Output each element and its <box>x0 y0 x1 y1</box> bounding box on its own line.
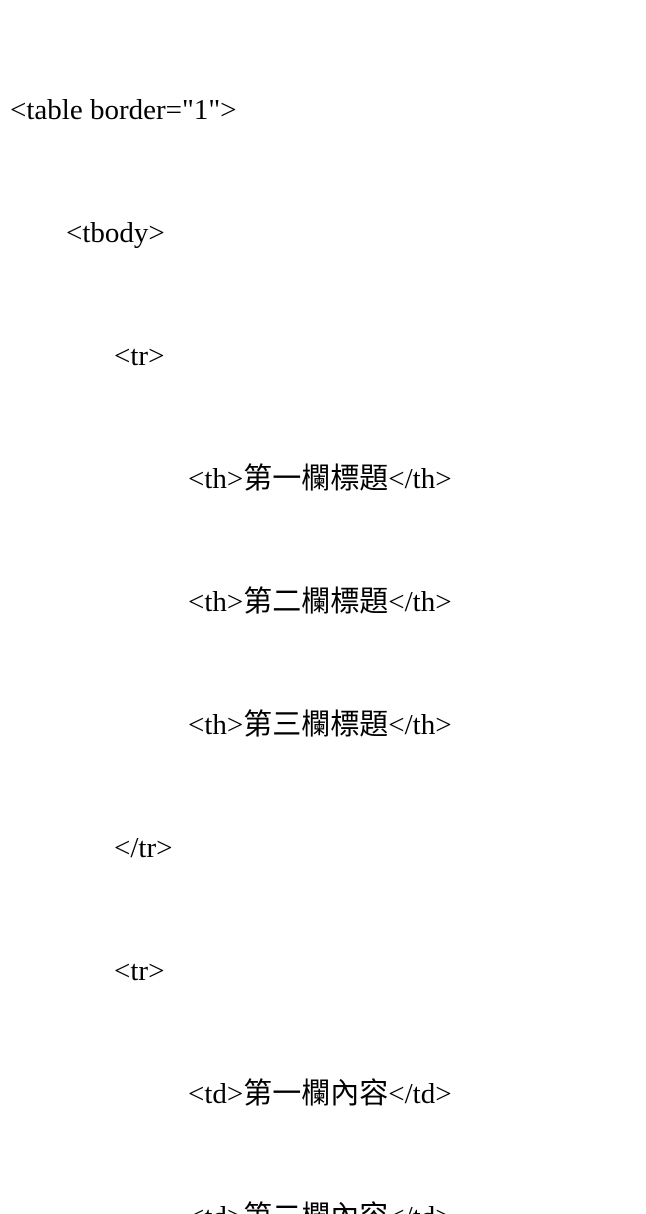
code-line: <tr> <box>114 955 165 987</box>
code-line: <th>第二欄標題</th> <box>188 586 452 618</box>
code-line: <td>第一欄內容</td> <box>188 1078 452 1110</box>
code-line: <th>第三欄標題</th> <box>188 709 452 741</box>
code-line: <tr> <box>114 340 165 372</box>
code-line: <table border="1"> <box>10 94 237 126</box>
code-line: <tbody> <box>66 217 165 249</box>
code-line: <td>第二欄內容</td> <box>10 1197 640 1214</box>
code-line: </tr> <box>114 832 173 864</box>
code-snippet: <table border="1"> <tbody> <tr> <th>第一欄標… <box>10 94 452 1214</box>
code-line: <th>第一欄標題</th> <box>188 463 452 495</box>
